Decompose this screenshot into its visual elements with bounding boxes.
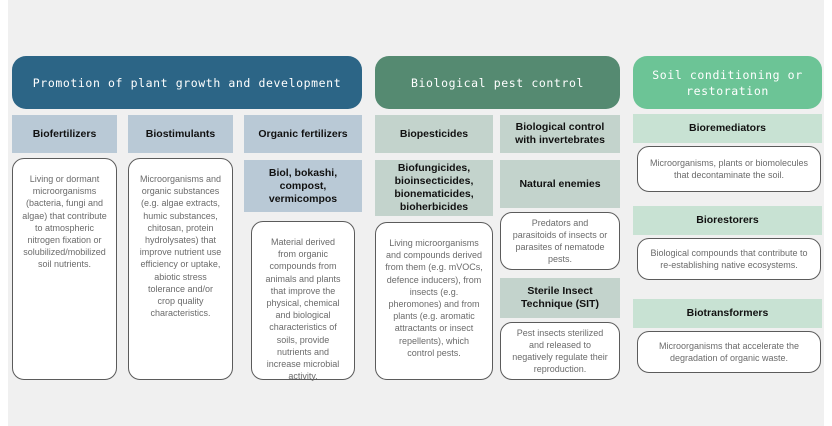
band-natural-enemies: Natural enemies: [500, 160, 620, 208]
card-bioremediators-text: Microorganisms, plants or biomolecules t…: [649, 157, 809, 180]
card-biotransformers: Microorganisms that accelerate the degra…: [637, 331, 821, 373]
card-natural-enemies: Predators and parasitoids of insects or …: [500, 212, 620, 270]
band-biorestorers: Biorestorers: [633, 206, 822, 235]
band-organic-fertilizers-examples: Biol, bokashi, compost, vermicompos: [244, 160, 362, 212]
card-bioremediators: Microorganisms, plants or biomolecules t…: [637, 146, 821, 192]
card-biorestorers: Biological compounds that contribute to …: [637, 238, 821, 280]
page-margin-right: [824, 0, 832, 426]
card-sterile-insect-technique: Pest insects sterilized and released to …: [500, 322, 620, 380]
card-biotransformers-text: Microorganisms that accelerate the degra…: [658, 340, 800, 363]
card-sterile-insect-technique-text: Pest insects sterilized and released to …: [512, 327, 608, 375]
card-biorestorers-text: Biological compounds that contribute to …: [650, 247, 808, 270]
card-natural-enemies-text: Predators and parasitoids of insects or …: [512, 217, 608, 265]
card-biofertilizers: Living or dormant microorganisms (bacter…: [12, 158, 117, 380]
band-biofertilizers: Biofertilizers: [12, 115, 117, 153]
band-biological-control-invertebrates: Biological control with invertebrates: [500, 115, 620, 153]
card-biopesticides: Living microorganisms and compounds deri…: [375, 222, 493, 380]
band-biopesticides: Biopesticides: [375, 115, 493, 153]
group-header-pest-control: Biological pest control: [375, 56, 620, 109]
band-sterile-insect-technique: Sterile Insect Technique (SIT): [500, 278, 620, 318]
band-biostimulants: Biostimulants: [128, 115, 233, 153]
band-bioremediators: Bioremediators: [633, 114, 822, 143]
page-margin-left: [0, 0, 8, 426]
card-organic-fertilizers: Material derived from organic compounds …: [251, 221, 355, 381]
band-organic-fertilizers: Organic fertilizers: [244, 115, 362, 153]
group-header-plant-growth: Promotion of plant growth and developmen…: [12, 56, 362, 109]
card-biostimulants: Microorganisms and organic substances (e…: [128, 158, 233, 380]
group-header-soil-conditioning: Soil conditioning or restoration: [633, 56, 822, 109]
band-biopesticides-examples: Biofungicides, bioinsecticides, bionemat…: [375, 160, 493, 216]
band-biotransformers: Biotransformers: [633, 299, 822, 328]
